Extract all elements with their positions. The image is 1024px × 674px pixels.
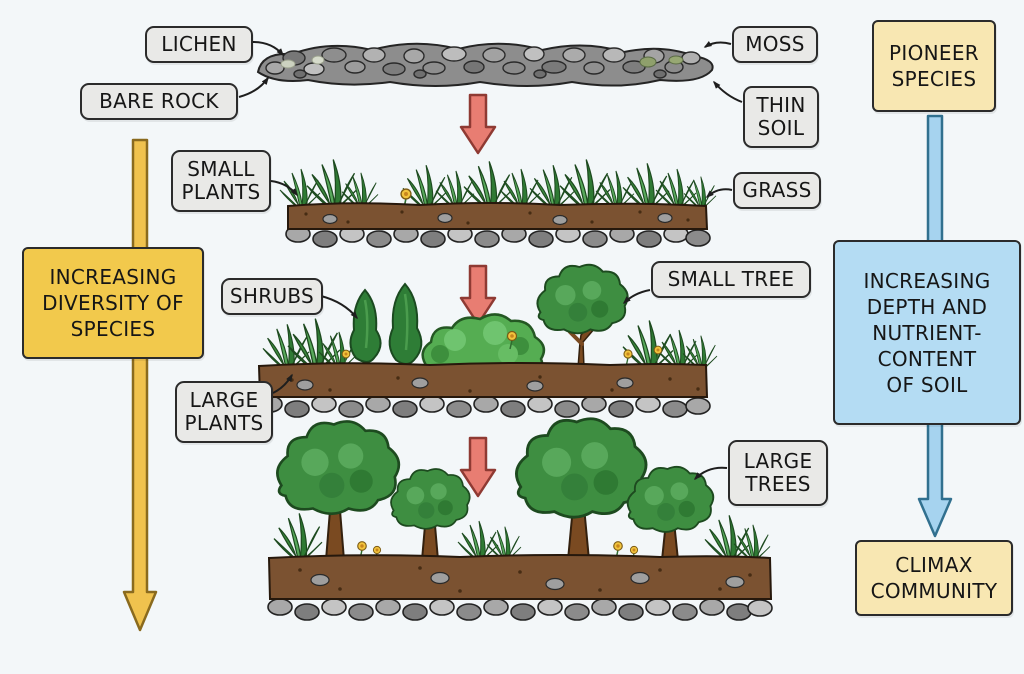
stage-trees-art (267, 417, 773, 621)
bush (421, 313, 546, 370)
lichen-patches (280, 55, 325, 69)
lichen-connector (252, 41, 284, 57)
label-moss: MOSS (732, 26, 818, 63)
bare-rock-connector (238, 76, 269, 98)
label-connectors (238, 40, 743, 481)
moss-patches (639, 55, 684, 68)
label-lichen: LICHEN (145, 26, 253, 63)
diversity-arrow (122, 138, 158, 632)
label-thin-soil: THIN SOIL (743, 86, 819, 148)
large-tree-2 (515, 417, 648, 561)
thin-soil-connector (713, 80, 743, 103)
label-small-tree: SMALL TREE (651, 261, 811, 298)
large-plants-connector (272, 373, 293, 394)
medium-tree-1 (390, 468, 471, 561)
label-large-plants: LARGE PLANTS (175, 381, 273, 443)
stage-shrubs-art (257, 263, 718, 418)
shrubs-connector (320, 295, 358, 320)
label-shrubs: SHRUBS (221, 278, 323, 315)
soil-depth-axis-box: INCREASING DEPTH AND NUTRIENT- CONTENT O… (833, 240, 1021, 425)
stage-bare-rock-art (256, 42, 714, 87)
shrub-1 (349, 288, 382, 368)
shrub-2 (388, 282, 423, 368)
succession-arrow-1 (459, 93, 497, 155)
label-grass: GRASS (733, 172, 821, 209)
diversity-axis-box: INCREASING DIVERSITY OF SPECIES (22, 247, 204, 359)
medium-tree-2 (626, 465, 715, 561)
climax-community-box: CLIMAX COMMUNITY (855, 540, 1013, 616)
large-trees-connector (693, 466, 728, 481)
moss-connector (703, 40, 732, 48)
grass-connector (705, 188, 733, 199)
small-tree (536, 263, 629, 369)
label-large-trees: LARGE TREES (728, 440, 828, 506)
small-plants-connector (270, 180, 298, 197)
label-small-plants: SMALL PLANTS (171, 150, 271, 212)
label-bare-rock: BARE ROCK (80, 83, 238, 120)
pioneer-species-box: PIONEER SPECIES (872, 20, 996, 112)
succession-arrow-3 (459, 436, 497, 498)
small-tree-connector (622, 289, 651, 305)
stage-grass-art (279, 158, 717, 248)
